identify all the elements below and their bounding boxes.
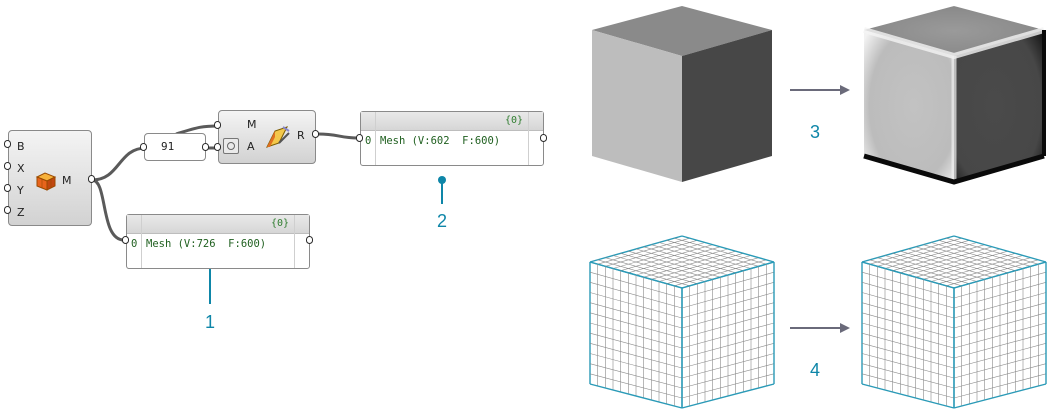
- grid-line: [953, 235, 1047, 263]
- angle-param-icon: [223, 138, 239, 154]
- grip-input-b[interactable]: [4, 140, 11, 148]
- input-y-label: Y: [17, 184, 24, 197]
- input-b-label: B: [17, 140, 25, 153]
- wire-box-to-number: [91, 146, 147, 182]
- grid-line: [953, 363, 1047, 389]
- grid-line: [861, 383, 955, 409]
- number-value: 91: [161, 140, 175, 153]
- grid-line: [674, 237, 767, 265]
- number-input[interactable]: 91: [144, 133, 206, 161]
- wireframe-cube-after: [861, 235, 1047, 409]
- grip-panel-1-in[interactable]: [122, 236, 129, 244]
- input-x-label: X: [17, 162, 25, 175]
- grip-panel-2-out[interactable]: [540, 134, 547, 142]
- smooth-brush-icon: [265, 123, 291, 149]
- panel-1-right-rule: [294, 215, 295, 268]
- grid-line: [674, 259, 767, 287]
- grid-line: [938, 257, 1031, 284]
- output-m-label: M: [62, 174, 72, 187]
- wire-number-to-smooth-m: [175, 124, 219, 136]
- wire-box-to-panel1: [91, 178, 125, 242]
- grid-line: [953, 373, 1047, 399]
- grid-line: [681, 373, 775, 399]
- smooth-mesh-component[interactable]: M A R: [218, 110, 316, 164]
- panel-2-left-rule: [375, 112, 376, 165]
- grip-smooth-r[interactable]: [312, 130, 319, 138]
- solid-cube: [592, 6, 772, 182]
- grid-line: [589, 373, 683, 399]
- panel-2-value: Mesh (V:602 F:600): [380, 135, 501, 147]
- grid-line: [861, 373, 955, 399]
- grid-line: [953, 383, 1047, 409]
- mesh-box-component[interactable]: B X Y Z M: [8, 130, 92, 226]
- callout-dot-2: [438, 176, 446, 184]
- panel-2-index: 0: [365, 135, 372, 147]
- grid-line: [589, 383, 683, 409]
- panel-2-header: [361, 112, 543, 131]
- callout-1: 1: [204, 312, 215, 332]
- callout-2: 2: [436, 211, 447, 231]
- callout-3: 3: [809, 122, 820, 142]
- panel-2-count: {0}: [504, 115, 523, 126]
- grid-line: [666, 257, 759, 284]
- grip-panel-2-in[interactable]: [356, 134, 363, 142]
- grip-smooth-m[interactable]: [214, 121, 221, 129]
- grip-input-y[interactable]: [4, 184, 11, 192]
- grip-number-in[interactable]: [140, 143, 147, 151]
- grid-line: [681, 383, 775, 409]
- grip-output-m[interactable]: [88, 175, 95, 183]
- input-a-label: A: [247, 140, 255, 153]
- grid-line: [861, 363, 955, 389]
- callout-4: 4: [809, 360, 820, 380]
- grid-line: [946, 237, 1039, 265]
- output-r-label: R: [297, 129, 305, 142]
- grip-input-x[interactable]: [4, 162, 11, 170]
- panel-1-header: [127, 215, 309, 234]
- grip-panel-1-out[interactable]: [306, 236, 313, 244]
- wire-smooth-to-panel2: [317, 132, 359, 140]
- panel-2-right-rule: [528, 112, 529, 165]
- grid-line: [946, 259, 1039, 287]
- panel-2[interactable]: {0} 0 Mesh (V:602 F:600): [360, 111, 544, 166]
- panel-1-value: Mesh (V:726 F:600): [146, 238, 267, 250]
- arrow-top: [790, 85, 850, 95]
- panel-1-left-rule: [141, 215, 142, 268]
- mesh-box-icon: [33, 171, 57, 191]
- panel-1[interactable]: {0} 0 Mesh (V:726 F:600): [126, 214, 310, 269]
- wireframe-cube-before: [589, 235, 775, 409]
- input-z-label: Z: [17, 206, 25, 219]
- grip-number-out[interactable]: [202, 143, 209, 151]
- grip-smooth-a[interactable]: [214, 143, 221, 151]
- grid-line: [589, 363, 683, 389]
- panel-1-index: 0: [131, 238, 138, 250]
- grip-input-z[interactable]: [4, 206, 11, 214]
- grid-line: [681, 363, 775, 389]
- smoothed-cube: [863, 6, 1046, 185]
- panel-1-count: {0}: [270, 218, 289, 229]
- arrow-bottom: [790, 323, 850, 333]
- grid-line: [681, 235, 775, 263]
- input-m-label: M: [247, 118, 257, 131]
